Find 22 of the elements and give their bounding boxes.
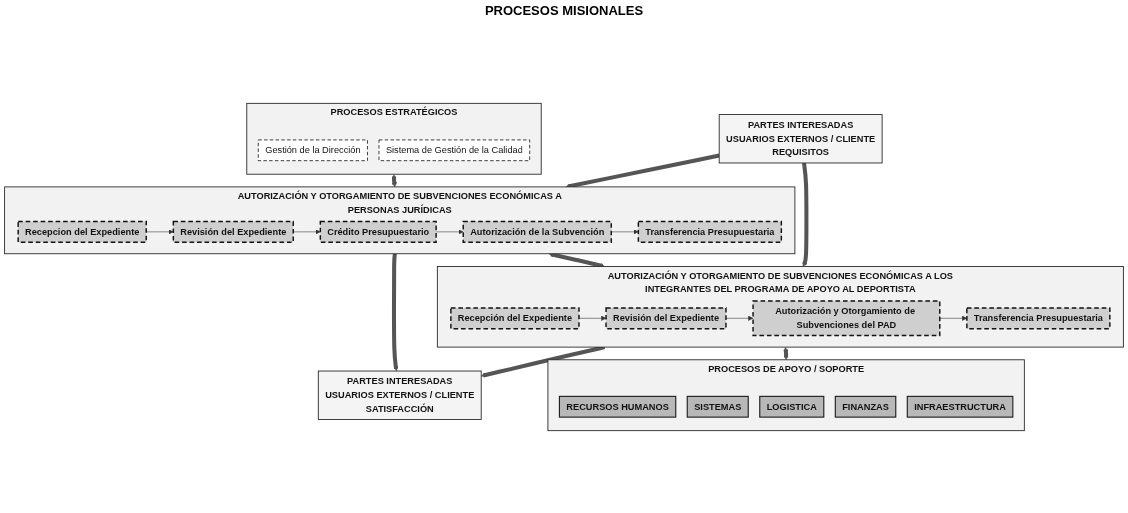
node-box: LOGISTICA (759, 395, 825, 418)
node-box: Gestión de la Dirección (257, 139, 368, 162)
node-box: Crédito Presupuestario (319, 220, 437, 243)
node-box: Recepcion del Expediente (17, 220, 147, 243)
node-box: Revisión del Expediente (172, 220, 294, 243)
node-box: Recepción del Expediente (450, 307, 580, 330)
node-box: FINANZAS (834, 395, 897, 418)
arrow (548, 252, 605, 268)
node-box: INFRAESTRUCTURA (906, 395, 1014, 418)
node-box: Autorización y Otorgamiento de Subvenciones del PAD (752, 300, 941, 337)
node-box: PARTES INTERESADAS USUARIOS EXTERNOS / CLIENTE REQUISITOS (718, 114, 883, 164)
section-heading: PROCESOS MISIONALES (484, 3, 644, 18)
node-box: Revisión del Expediente (605, 307, 727, 330)
node-box: RECURSOS HUMANOS (558, 395, 677, 418)
node-box: Transferencia Presupuestaria (966, 307, 1111, 330)
node-box: SISTEMAS (686, 395, 749, 418)
node-box: Sistema de Gestión de la Calidad (378, 139, 531, 162)
arrow (802, 162, 809, 267)
node-box: PARTES INTERESADAS USUARIOS EXTERNOS / CLIENTE SATISFACCIÓN (317, 370, 482, 420)
node-box: Autorización de la Subvención (462, 220, 612, 243)
arrow (391, 252, 399, 372)
node-box: Transferencia Presupuestaria (637, 220, 783, 243)
